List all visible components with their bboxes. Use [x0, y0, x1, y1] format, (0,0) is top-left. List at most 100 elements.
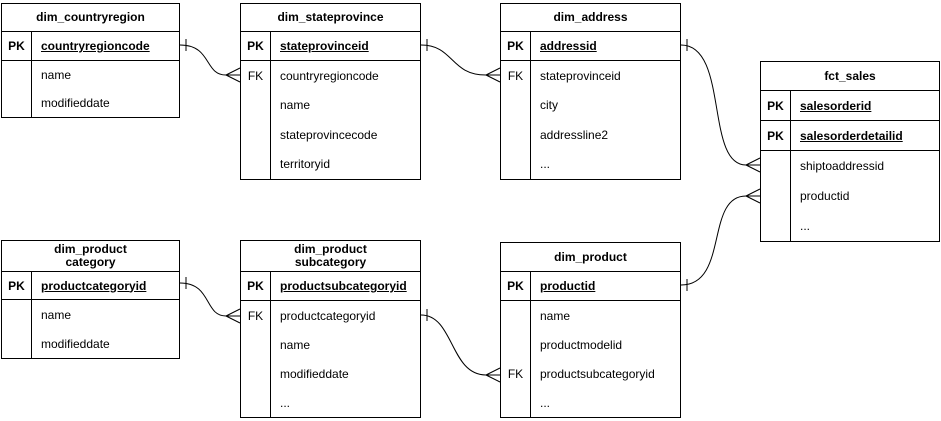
row-field-name: modifieddate — [280, 366, 349, 381]
row-key-label — [761, 151, 791, 181]
table-title: dim_stateprovince — [241, 4, 420, 32]
relation-stateprovince-address[interactable] — [420, 39, 501, 83]
table-row: PK salesorderid — [761, 91, 939, 121]
row-field-name: productcategoryid — [280, 308, 376, 323]
row-field-name: salesorderdetailid — [800, 128, 903, 143]
row-key-label: FK — [241, 301, 271, 330]
row-field-name: modifieddate — [41, 96, 110, 110]
table-title: dim_product category — [2, 241, 179, 272]
table-row: FK productcategoryid — [241, 301, 420, 330]
row-key-label — [501, 301, 531, 330]
row-field-name: name — [540, 308, 571, 323]
table-row: ... — [761, 211, 939, 241]
row-field-name: productcategoryid — [41, 278, 147, 293]
row-field-name: name — [41, 307, 72, 322]
table-title: dim_address — [501, 4, 680, 32]
row-key-label: PK — [241, 272, 271, 300]
row-key-label — [761, 211, 791, 241]
row-key-label — [2, 61, 32, 89]
table-row: FK stateprovinceid — [501, 61, 680, 91]
relation-wire — [680, 44, 747, 166]
many-crows-foot-icon — [225, 308, 241, 324]
table-row: modifieddate — [2, 329, 179, 358]
table-row: PK countryregioncode — [2, 32, 179, 61]
table-row: name — [241, 330, 420, 359]
row-field-name: ... — [540, 395, 551, 410]
table-row: productid — [761, 181, 939, 211]
table-row: name — [241, 90, 420, 120]
table-row: name — [501, 301, 680, 330]
row-field-name: salesorderid — [800, 98, 872, 113]
row-key-label — [241, 149, 271, 179]
table-row: PK productid — [501, 272, 680, 301]
row-key-label — [241, 359, 271, 388]
row-key-label: PK — [2, 32, 32, 60]
row-key-label: FK — [501, 359, 531, 388]
many-crows-foot-icon — [225, 67, 241, 83]
row-key-label — [501, 120, 531, 150]
table-dim-stateprovince[interactable]: dim_stateprovince PK stateprovinceid FK … — [240, 3, 421, 180]
table-row: stateprovincecode — [241, 120, 420, 150]
row-field-name: addressid — [540, 39, 597, 53]
row-field-name: name — [41, 68, 72, 82]
relation-wire — [179, 44, 227, 76]
row-field-name: countryregioncode — [280, 68, 379, 83]
table-title: dim_countryregion — [2, 4, 179, 32]
row-key-label — [501, 330, 531, 359]
row-field-name: ... — [800, 219, 811, 233]
many-crows-foot-icon — [485, 67, 501, 83]
row-field-name: stateprovincecode — [280, 127, 378, 142]
relation-wire — [420, 314, 487, 376]
table-row: shiptoaddressid — [761, 151, 939, 181]
row-field-name: name — [280, 337, 311, 352]
row-key-label: PK — [2, 272, 32, 299]
row-field-name: stateprovinceid — [280, 39, 369, 53]
row-key-label — [501, 90, 531, 120]
table-row: FK countryregioncode — [241, 61, 420, 91]
table-row: modifieddate — [2, 89, 179, 117]
table-row: ... — [241, 388, 420, 417]
row-field-name: ... — [540, 157, 551, 172]
row-key-label — [2, 89, 32, 117]
relation-countryregion-stateprovince[interactable] — [179, 39, 241, 83]
row-key-label — [501, 149, 531, 179]
row-key-label: PK — [501, 32, 531, 60]
table-dim-productsubcategory[interactable]: dim_product subcategory PK productsubcat… — [240, 240, 421, 418]
table-row: name — [2, 61, 179, 89]
relation-wire — [179, 282, 227, 317]
many-crows-foot-icon — [485, 367, 501, 383]
row-field-name: productid — [540, 279, 596, 293]
table-row: PK productsubcategoryid — [241, 272, 420, 301]
row-field-name: productmodelid — [540, 337, 623, 352]
table-row: PK productcategoryid — [2, 272, 179, 300]
row-field-name: shiptoaddressid — [800, 159, 885, 173]
table-dim-countryregion[interactable]: dim_countryregion PK countryregioncode n… — [1, 3, 180, 118]
many-crows-foot-icon — [745, 188, 761, 204]
table-title: dim_product subcategory — [241, 241, 420, 272]
relation-productsubcategory-product[interactable] — [420, 309, 501, 383]
table-title: fct_sales — [761, 62, 939, 91]
row-key-label: FK — [501, 61, 531, 91]
table-row: addressline2 — [501, 120, 680, 150]
table-row: name — [2, 300, 179, 329]
table-fct-sales[interactable]: fct_sales PK salesorderid PK salesorderd… — [760, 61, 940, 242]
relation-address-fctsales[interactable] — [680, 39, 761, 173]
row-field-name: territoryid — [280, 157, 331, 172]
table-title: dim_product — [501, 243, 680, 272]
table-row: city — [501, 90, 680, 120]
row-key-label: PK — [761, 91, 791, 120]
table-row: PK addressid — [501, 32, 680, 61]
row-key-label: FK — [241, 61, 271, 91]
row-key-label — [501, 388, 531, 417]
row-key-label — [761, 181, 791, 211]
table-row: ... — [501, 388, 680, 417]
table-dim-address[interactable]: dim_address PK addressid FK stateprovinc… — [500, 3, 681, 180]
row-key-label: PK — [761, 121, 791, 150]
row-key-label — [2, 329, 32, 358]
relation-productcategory-productsubcategory[interactable] — [179, 277, 241, 324]
row-field-name: addressline2 — [540, 127, 609, 142]
relation-product-fctsales[interactable] — [680, 188, 761, 291]
table-dim-product[interactable]: dim_product PK productid name productmod… — [500, 242, 681, 418]
table-dim-productcategory[interactable]: dim_product category PK productcategoryi… — [1, 240, 180, 359]
